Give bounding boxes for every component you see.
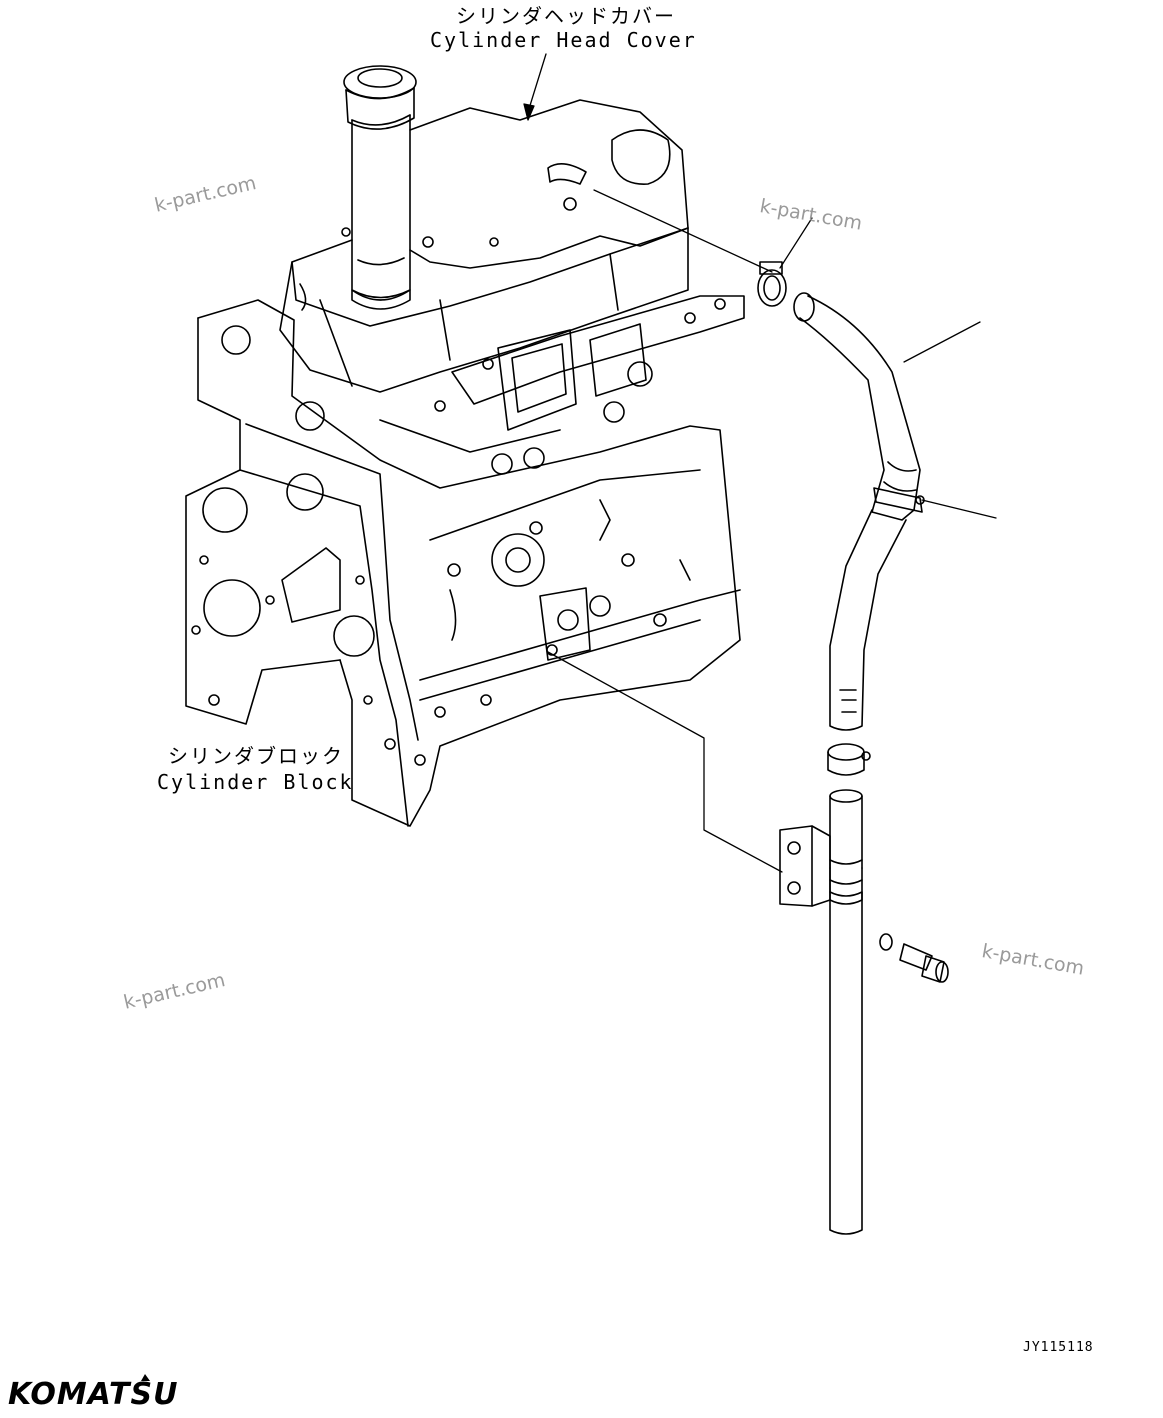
oil-filler-tube — [344, 66, 416, 309]
breather-tube — [830, 790, 862, 1234]
cylinder-block — [186, 300, 740, 826]
drawing-code: JY115118 — [1023, 1340, 1094, 1355]
engine-assembly — [186, 66, 744, 826]
head-cover-label-jp: シリンダヘッドカバー — [456, 4, 676, 28]
block-label-en: Cylinder Block — [157, 770, 354, 794]
head-cover — [280, 100, 688, 392]
block-label-jp: シリンダブロック — [168, 744, 344, 768]
logo-mark — [141, 1374, 150, 1381]
tube-bracket — [780, 826, 862, 906]
lower-clamp — [828, 744, 870, 775]
head-cover-label-en: Cylinder Head Cover — [430, 28, 697, 52]
manifold — [380, 296, 744, 474]
komatsu-logo: KOMATSU — [8, 1377, 179, 1412]
breather-hose — [794, 293, 920, 520]
leader-lines — [524, 54, 996, 872]
lower-hose — [830, 510, 906, 730]
upper-clamp — [758, 262, 786, 306]
breather-hose-assembly — [758, 262, 948, 1234]
washer-and-bolt — [880, 934, 948, 982]
